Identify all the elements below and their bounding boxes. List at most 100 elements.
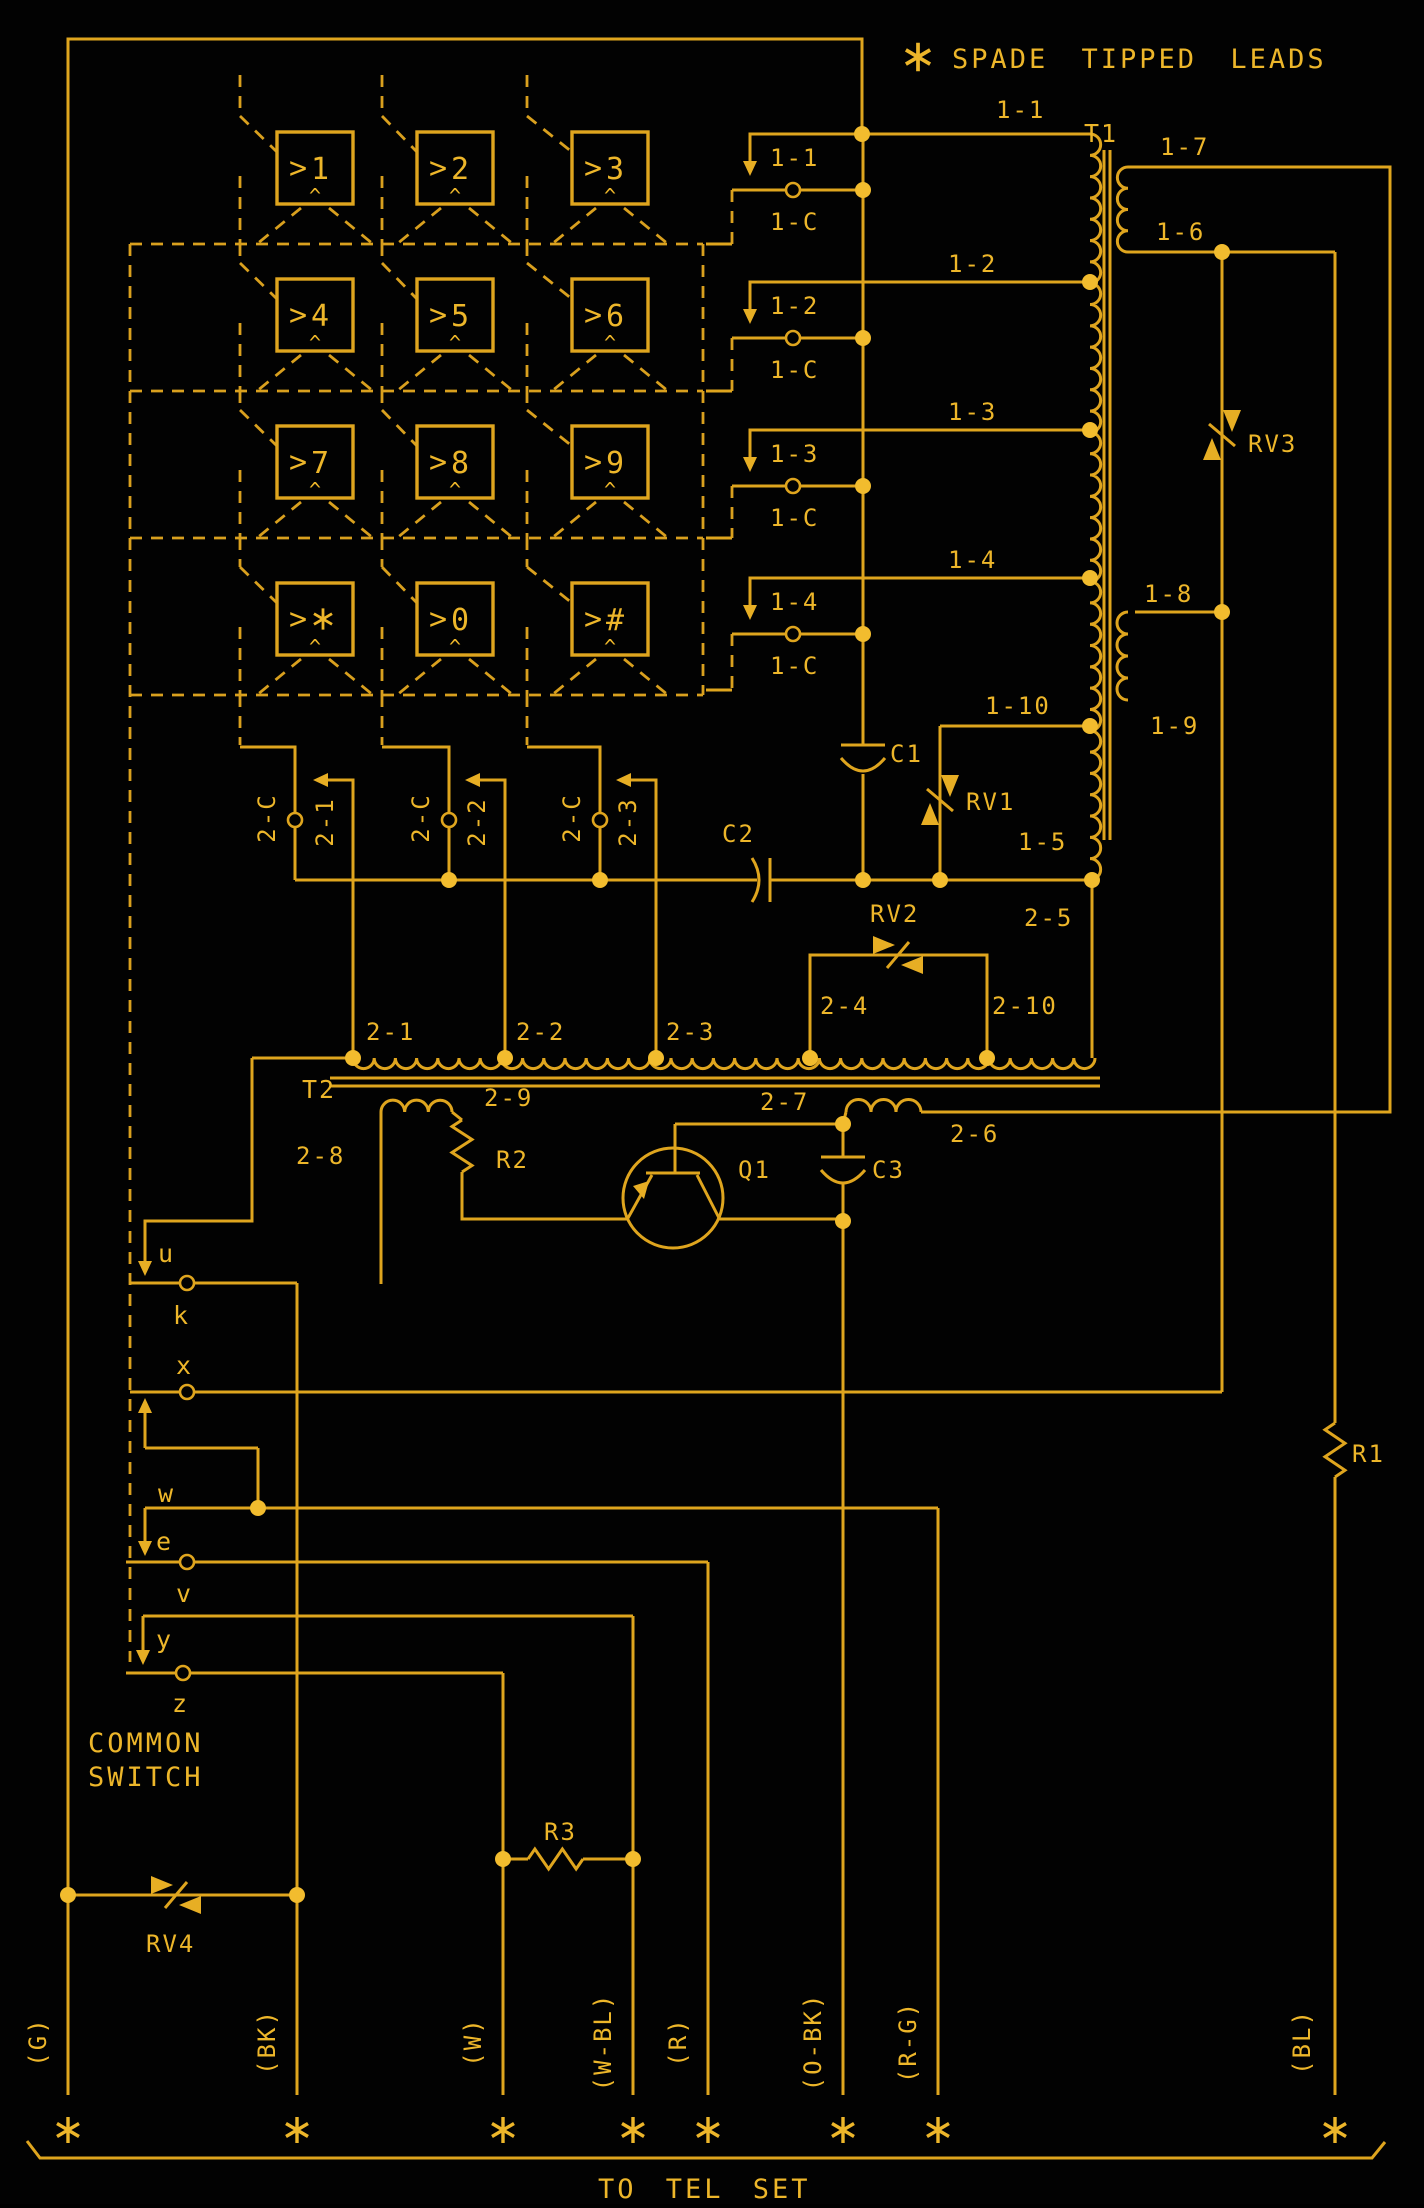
key-pointer: >	[584, 445, 604, 480]
winding-2-6-label: 2-6	[950, 1120, 999, 1148]
key-pointer: >	[429, 602, 449, 637]
key-6[interactable]: >6^	[570, 277, 650, 355]
t1-sec-bottom-coil	[1115, 610, 1129, 702]
rv1-label: RV1	[966, 788, 1015, 816]
tap-1-10-label: 1-10	[985, 692, 1051, 720]
key-plunger: ^	[309, 478, 321, 502]
key-plunger: ^	[449, 331, 461, 355]
winding-1-6-label: 1-6	[1156, 218, 1205, 246]
common-label: 1-C	[770, 504, 819, 532]
key-label: 2	[451, 152, 471, 187]
t1-sec-taps	[1128, 250, 1335, 614]
tel-set-gather-line	[25, 2140, 1387, 2160]
col-common-label: 2-C	[407, 793, 435, 842]
key-5[interactable]: >5^	[415, 277, 495, 355]
t2-label: T2	[302, 1075, 336, 1104]
key-hash[interactable]: >#^	[570, 581, 650, 659]
to-tel-set-label: TO TEL SET	[598, 2174, 811, 2204]
q1-transistor-icon	[621, 1146, 725, 1250]
key-plunger: ^	[604, 184, 616, 208]
key-pointer: >	[429, 298, 449, 333]
key-1[interactable]: >1^	[275, 130, 355, 208]
lead-obk-label: (O-BK)	[799, 1993, 827, 2092]
lead-g-label: (G)	[24, 2017, 52, 2066]
key-plunger: ^	[449, 635, 461, 659]
key-pointer: >	[584, 151, 604, 186]
legend-text: SPADE TIPPED LEADS	[952, 44, 1327, 75]
rv2-label: RV2	[870, 900, 919, 928]
key-3[interactable]: >3^	[570, 130, 650, 208]
key-pointer: >	[584, 602, 604, 637]
t2-top-coil	[351, 1057, 1097, 1071]
winding-1-9-label: 1-9	[1150, 712, 1199, 740]
keypad-linkage	[128, 75, 734, 1662]
contact-arrows-icon	[313, 773, 631, 787]
w-rg-wire	[143, 1412, 940, 2095]
col-tap-label: 2-1	[311, 797, 339, 846]
key-plunger: ^	[604, 478, 616, 502]
winding-1-1-label: 1-1	[996, 96, 1045, 124]
winding-1-7-label: 1-7	[1160, 133, 1209, 161]
r2-label: R2	[496, 1146, 529, 1174]
key-4[interactable]: >4^	[275, 277, 355, 355]
key-plunger: ^	[309, 184, 321, 208]
t1-contacts: 1-1 1-C 1-2 1-C 1-3 1-C 1-4 1-C	[706, 132, 1090, 692]
col-tap-label: 2-2	[463, 797, 491, 846]
lead-bk-label: (BK)	[253, 2009, 281, 2075]
common-label: 1-C	[770, 208, 819, 236]
legend: SPADE TIPPED LEADS	[904, 40, 1327, 75]
column-rail-1	[238, 75, 374, 745]
winding-1-8-label: 1-8	[1144, 580, 1193, 608]
winding-2-8-label: 2-8	[296, 1142, 345, 1170]
terminal-w: w	[158, 1479, 175, 1508]
key-star[interactable]: >^	[275, 581, 355, 659]
u-arrow-icon	[138, 1261, 152, 1276]
r3-resistor-icon	[526, 1846, 585, 1872]
r3-label: R3	[544, 1818, 577, 1846]
c3-label: C3	[872, 1156, 905, 1184]
keypad: >1^ >2^ >3^ >4^ >5^ >6^ >7^ >8^ >9^ >^ >…	[275, 130, 650, 659]
y-arrow-icon	[136, 1650, 150, 1665]
key-label: 3	[606, 152, 626, 187]
c1-capacitor-icon	[839, 743, 887, 773]
column-contacts: 2-C 2-1 2-C 2-2 2-C 2-3	[240, 745, 658, 1058]
tap-2-2-label: 2-2	[516, 1018, 565, 1046]
transformer-t2: T2 2-1 2-2 2-3 2-4 2-10 RV2 2-8 2-9 2-7 …	[143, 165, 1392, 1284]
key-9[interactable]: >9^	[570, 424, 650, 502]
winding-2-9-label: 2-9	[484, 1084, 533, 1112]
lead-rg-label: (R-G)	[894, 2001, 922, 2083]
w-arrow-icon	[138, 1398, 152, 1413]
key-plunger: ^	[309, 331, 321, 355]
terminal-x: x	[176, 1351, 193, 1380]
r2-resistor-icon	[449, 1118, 475, 1174]
key-plunger: ^	[309, 635, 321, 659]
column-rail-3	[525, 75, 669, 745]
tap-1-5-label: 1-5	[1018, 828, 1067, 856]
tap-label: 1-1	[770, 144, 819, 172]
hook-stubs	[706, 242, 732, 692]
rv4-label: RV4	[146, 1930, 195, 1958]
e-arrow-icon	[138, 1541, 152, 1556]
key-pointer: >	[584, 298, 604, 333]
key-label: 5	[451, 299, 471, 334]
key-7[interactable]: >7^	[275, 424, 355, 502]
bus-network: C1 C2 RV1 1-10 1-5 2-5	[295, 134, 1094, 1058]
t2-core	[330, 1076, 1100, 1088]
common-label: 1-C	[770, 652, 819, 680]
key-label: 8	[451, 446, 471, 481]
key-0[interactable]: >0^	[415, 581, 495, 659]
tap-2-1-label: 2-1	[366, 1018, 415, 1046]
r2-chain	[451, 1110, 627, 1221]
key-label: #	[606, 603, 626, 638]
t1-sec-top-coil	[1115, 165, 1129, 254]
k-bk-wire	[130, 1281, 299, 2095]
key-pointer: >	[289, 602, 309, 637]
key-plunger: ^	[604, 331, 616, 355]
key-8[interactable]: >8^	[415, 424, 495, 502]
common-switch-title-2: SWITCH	[88, 1762, 204, 1793]
key-pointer: >	[429, 445, 449, 480]
tap-2-5-label: 2-5	[1024, 904, 1073, 932]
winding-1-3-label: 1-3	[948, 398, 997, 426]
key-2[interactable]: >2^	[415, 130, 495, 208]
